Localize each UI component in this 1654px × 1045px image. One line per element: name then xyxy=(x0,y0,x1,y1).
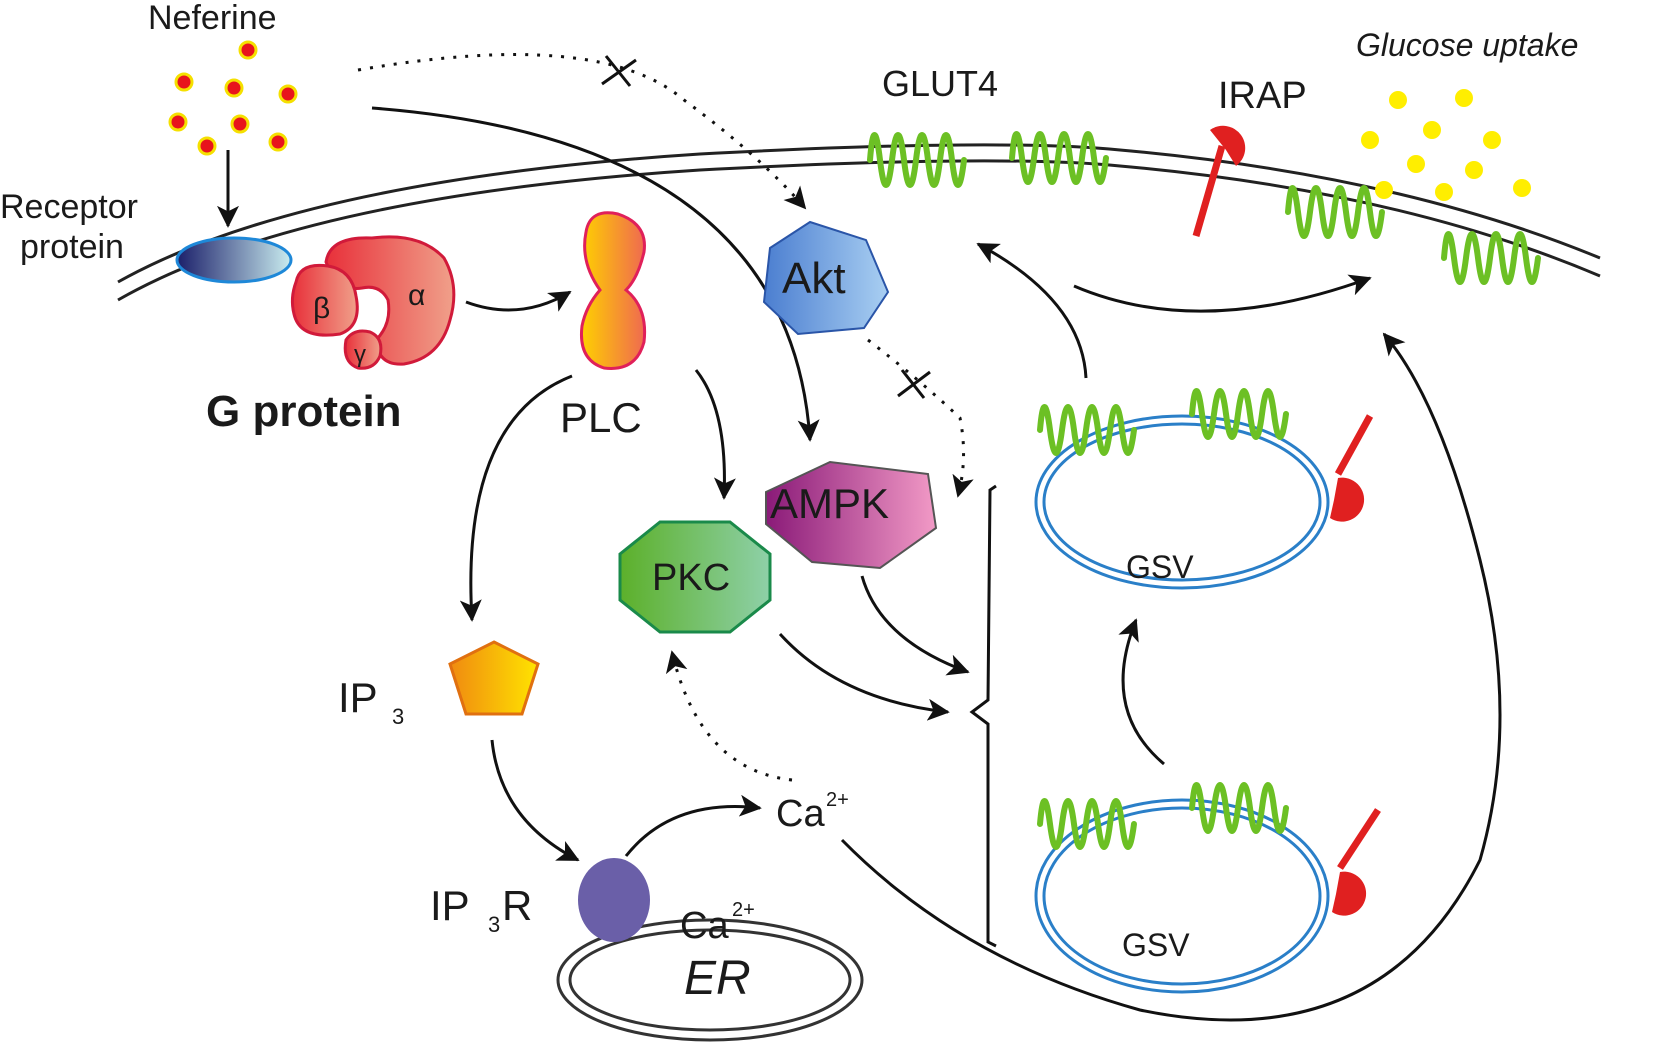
dotted-akt-to-merge xyxy=(867,338,974,498)
dotted-neferine-to-akt xyxy=(357,53,807,210)
akt-label: Akt xyxy=(782,254,846,303)
svg-text:IP: IP xyxy=(430,882,470,929)
receptor-protein xyxy=(175,236,293,284)
svg-text:R: R xyxy=(502,882,532,929)
neferine-molecules xyxy=(168,40,298,156)
ampk-label: AMPK xyxy=(770,480,889,527)
gsv-top-vesicle xyxy=(1034,414,1330,590)
g-gamma: γ xyxy=(354,341,366,368)
glut4-label: GLUT4 xyxy=(882,63,998,104)
ip3r-label: IP 3 R xyxy=(430,882,532,937)
arrow-ip3-to-ip3r xyxy=(490,739,580,862)
ip3-shape xyxy=(448,640,540,716)
pkc-shape xyxy=(618,520,772,634)
g-protein-label: G protein xyxy=(206,387,402,436)
er-label: ER xyxy=(684,952,751,1005)
er-organelle xyxy=(556,918,864,1042)
merge-bracket xyxy=(969,484,997,948)
dotted-calcium-to-pkc xyxy=(665,650,793,782)
neferine-label: Neferine xyxy=(148,0,277,37)
block-mark-akt xyxy=(601,55,637,87)
gsv-bottom-label: GSV xyxy=(1122,927,1190,963)
plc-shape xyxy=(579,211,647,370)
svg-text:3: 3 xyxy=(392,704,404,729)
ampk-shape xyxy=(765,460,938,570)
arrow-glut4-translocation xyxy=(1073,274,1372,313)
receptor-label-line2: protein xyxy=(20,228,124,266)
g-beta: β xyxy=(313,292,330,325)
glucose-molecules xyxy=(1361,89,1531,201)
glucose-uptake-label: Glucose uptake xyxy=(1356,27,1578,63)
irap-label: IRAP xyxy=(1218,75,1307,117)
gsv-bottom-vesicle xyxy=(1034,798,1330,994)
irap-gsv-top xyxy=(1330,414,1374,522)
arrow-gsv-bottom-to-top xyxy=(1118,618,1165,766)
svg-text:2+: 2+ xyxy=(732,899,755,921)
svg-text:3: 3 xyxy=(488,912,500,937)
arrow-pkc-to-merge xyxy=(778,632,950,721)
calcium-label: Ca 2+ xyxy=(776,789,849,835)
irap-membrane xyxy=(1192,125,1246,237)
receptor-label-line1: Receptor xyxy=(0,188,138,226)
ip3-label: IP 3 xyxy=(338,674,404,729)
arrow-ampk-to-merge xyxy=(860,575,970,676)
svg-text:2+: 2+ xyxy=(826,789,849,811)
er-calcium-label: Ca 2+ xyxy=(680,899,755,947)
pkc-label: PKC xyxy=(652,557,730,599)
g-alpha: α xyxy=(408,279,425,312)
glut4-transporters xyxy=(867,131,1541,850)
gsv-top-label: GSV xyxy=(1126,549,1194,585)
svg-text:Ca: Ca xyxy=(776,793,825,835)
plc-label: PLC xyxy=(560,394,642,441)
arrow-g-to-plc xyxy=(465,290,572,312)
ip3r-receptor xyxy=(578,858,650,942)
irap-gsv-bottom xyxy=(1332,808,1381,916)
svg-text:Ca: Ca xyxy=(680,905,729,947)
arrow-plc-to-ip3 xyxy=(459,374,573,622)
arrow-calcium-to-membrane xyxy=(840,332,1502,1022)
block-mark-ampk xyxy=(897,369,931,399)
arrow-er-to-calcium xyxy=(624,794,762,857)
g-protein xyxy=(290,235,456,370)
akt-shape xyxy=(762,220,890,336)
arrow-gsv-to-membrane xyxy=(976,242,1088,379)
arrow-plc-to-pkc xyxy=(694,369,736,500)
arrow-neferine-to-ampk xyxy=(371,106,820,442)
svg-text:IP: IP xyxy=(338,674,378,721)
